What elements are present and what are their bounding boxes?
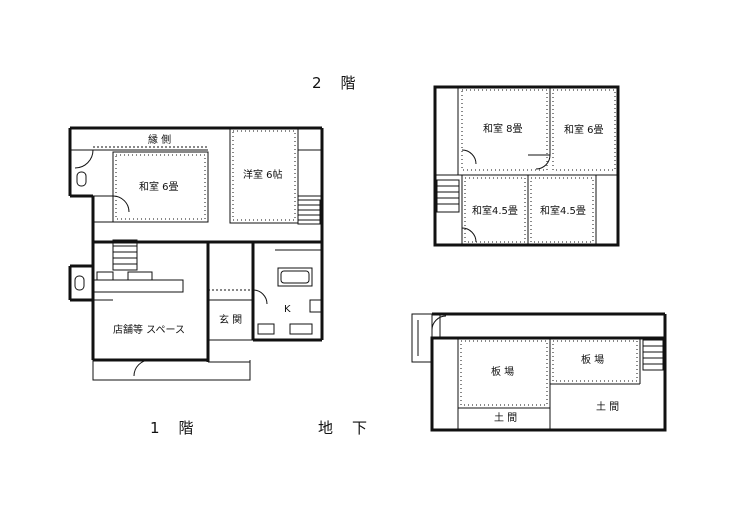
basement-title: 地 下 bbox=[318, 419, 370, 437]
second-floor-plan bbox=[433, 85, 620, 247]
washitsu-6-2f-label: 和室 6畳 bbox=[564, 125, 604, 136]
washitsu-8-label: 和室 8畳 bbox=[483, 124, 523, 135]
second-floor-title: 2 階 bbox=[312, 74, 358, 92]
youshitsu-6-label: 洋室 6帖 bbox=[243, 170, 283, 181]
store-space-label: 店舗等 スペース bbox=[113, 325, 185, 336]
washitsu-45b-label: 和室4.5畳 bbox=[540, 206, 586, 217]
washitsu-6-label: 和室 6畳 bbox=[139, 182, 179, 193]
doma-1-label: 土 間 bbox=[494, 413, 518, 424]
doma-2-label: 土 間 bbox=[596, 402, 620, 413]
itaba-1-label: 板 場 bbox=[491, 367, 515, 378]
first-floor-title: 1 階 bbox=[150, 419, 196, 437]
kitchen-label: K bbox=[284, 304, 291, 315]
engawa-label: 縁 側 bbox=[148, 135, 172, 146]
washitsu-45a-label: 和室4.5畳 bbox=[472, 206, 518, 217]
itaba-2-label: 板 場 bbox=[581, 355, 605, 366]
basement-plan bbox=[411, 312, 667, 432]
genkan-label: 玄 関 bbox=[219, 315, 243, 326]
first-floor-plan bbox=[68, 126, 324, 381]
